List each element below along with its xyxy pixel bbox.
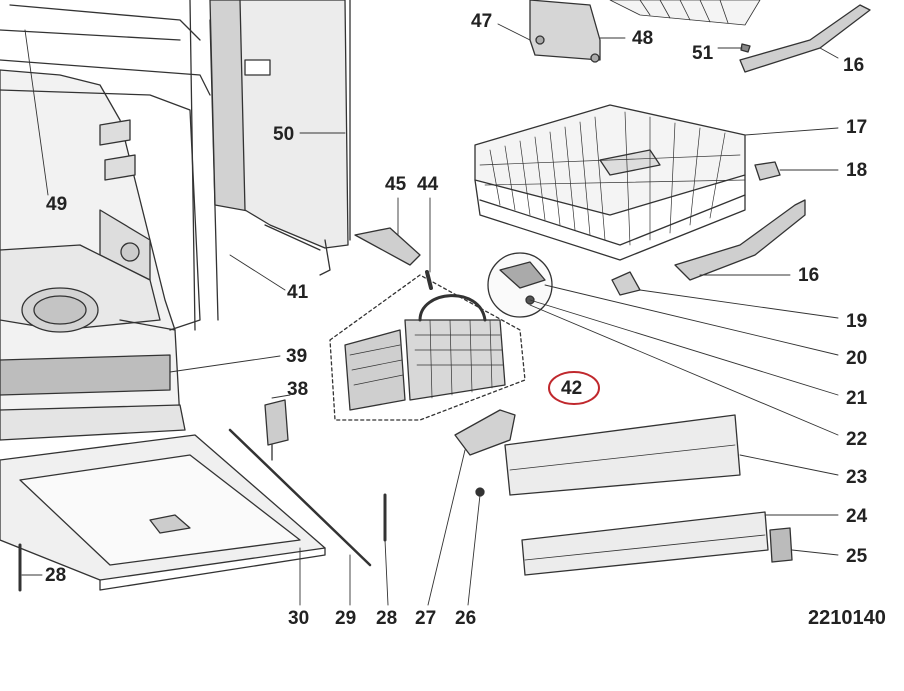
- part-label-29: 29: [335, 608, 357, 629]
- part-label-26: 26: [455, 608, 477, 629]
- part-label-25: 25: [846, 546, 868, 567]
- part-label-16-upper: 16: [843, 55, 865, 76]
- part-label-24: 24: [846, 506, 868, 527]
- part-label-16-lower: 16: [798, 265, 820, 286]
- part-24-strip: [521, 511, 769, 576]
- part-label-20: 20: [846, 348, 868, 369]
- part-25: [769, 527, 793, 563]
- part-label-21: 21: [846, 388, 868, 409]
- rail-16-lower: [674, 199, 806, 281]
- door-panel: [0, 404, 326, 591]
- part-label-45: 45: [385, 174, 407, 195]
- part-label-38: 38: [287, 379, 309, 400]
- part-label-28-left: 28: [45, 565, 67, 586]
- part-label-41: 41: [287, 282, 309, 303]
- tub-body: [0, 0, 219, 431]
- part-label-44: 44: [417, 174, 439, 195]
- side-panel: [209, 0, 351, 276]
- part-label-27: 27: [415, 608, 437, 629]
- part-label-30: 30: [288, 608, 310, 629]
- part-label-18: 18: [846, 160, 868, 181]
- part-label-47: 47: [471, 11, 493, 32]
- cutlery-basket: [329, 270, 526, 421]
- part-48-bracket: [529, 0, 601, 61]
- part-label-22: 22: [846, 429, 868, 450]
- part-label-42: 42: [561, 378, 583, 399]
- rail-16-upper: [739, 4, 871, 73]
- part-27: [454, 409, 516, 456]
- part-label-23: 23: [846, 467, 868, 488]
- part-20-wheel: [499, 261, 546, 289]
- leader-lines: [21, 23, 839, 606]
- part-label-28-mid: 28: [376, 608, 398, 629]
- part-label-48: 48: [632, 28, 654, 49]
- part-18: [754, 161, 781, 181]
- part-label-19: 19: [846, 311, 868, 332]
- part-29-rod: [228, 428, 372, 567]
- rack-top-fragment: [609, 0, 761, 26]
- part-label-51: 51: [692, 43, 714, 64]
- highlight-circle-42: [548, 371, 600, 405]
- upper-rack: [474, 104, 746, 261]
- part-label-39: 39: [286, 346, 308, 367]
- part-19: [611, 271, 641, 296]
- part-38: [264, 399, 289, 446]
- diagram-code: 2210140: [808, 607, 886, 629]
- part-label-49: 49: [46, 194, 68, 215]
- part-label-50: 50: [273, 124, 295, 145]
- part-45-grille: [354, 227, 421, 266]
- part-label-17: 17: [846, 117, 868, 138]
- part-39-bar: [0, 354, 171, 396]
- part-23-panel: [504, 414, 741, 496]
